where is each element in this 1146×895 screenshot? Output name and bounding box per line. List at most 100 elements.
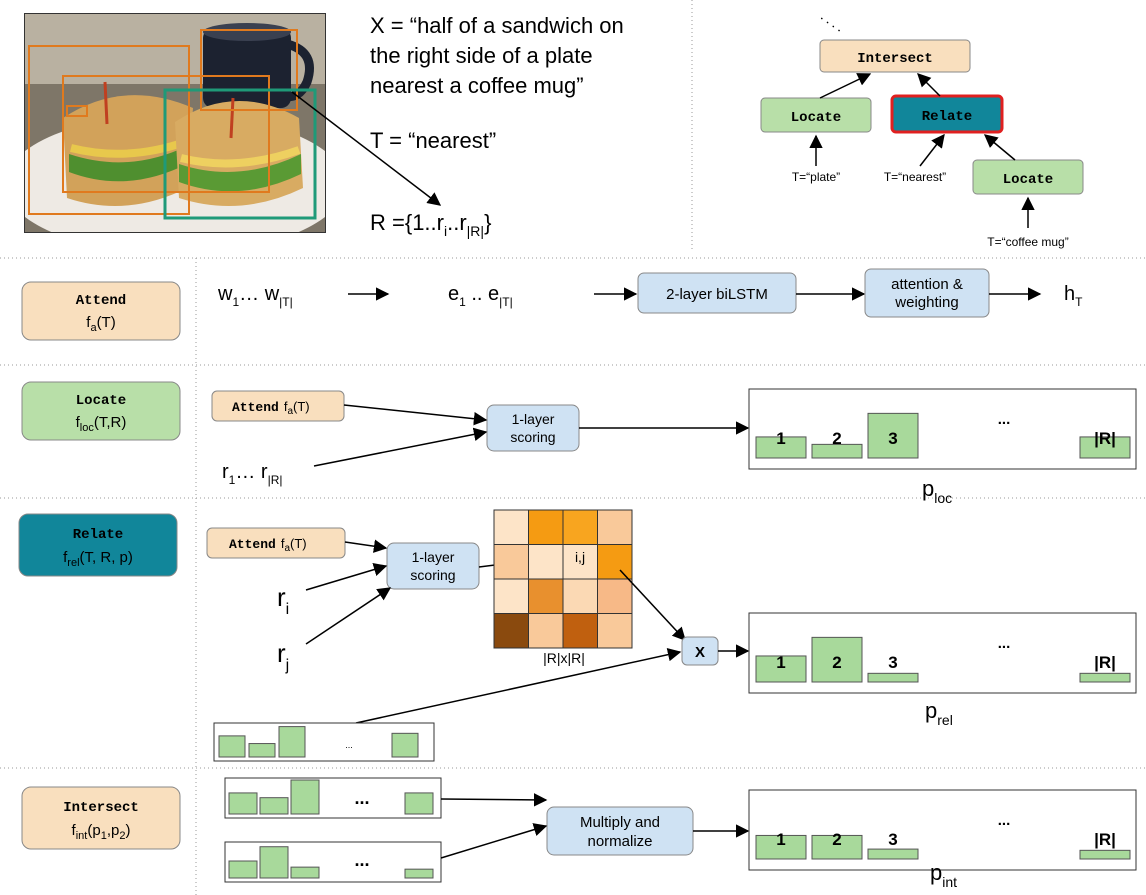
relate-scoring-line1: 1-layer: [412, 549, 455, 565]
intersect-bar-label-3: 3: [888, 830, 897, 849]
relate-input-dots: ...: [345, 740, 353, 750]
relate-multiply-label: X: [695, 644, 705, 661]
tree-edge-locate-to-relate: [983, 134, 1016, 161]
attend-module-title: Attend: [76, 293, 126, 309]
relate-region-j: rj: [277, 638, 289, 674]
matrix-cell-0-1: [528, 509, 564, 545]
matrix-cell-3-0: [493, 613, 529, 649]
attend-module-box: [21, 281, 181, 341]
relate-bar-label-2: 2: [832, 653, 841, 672]
query-text-line3: nearest a coffee mug”: [370, 73, 584, 98]
relate-score-matrix: [493, 509, 633, 649]
relate-output-label: prel: [925, 698, 953, 728]
multiply-normalize-line1: Multiply and: [580, 814, 660, 831]
relate-arrow-attend-to-scoring: [344, 539, 388, 553]
tree-edge-relate-to-intersect: [917, 73, 941, 97]
locate-bar-1: [755, 436, 807, 459]
relate-bar-2: [811, 636, 863, 683]
intersect-output-box: [748, 789, 1137, 871]
relate-input-bar-5: [391, 732, 419, 758]
locate-attend-box: [211, 390, 345, 422]
relate-scoring-line2: scoring: [410, 567, 455, 583]
intersect-input2-bar-2: [259, 846, 289, 879]
attention-weighting-line2: weighting: [894, 294, 958, 311]
intersect-input2-dots: ...: [354, 850, 369, 870]
intersect-input2-bar-3: [290, 866, 320, 879]
intersect-input1-dots: ...: [354, 788, 369, 808]
intersect-bar-3: [867, 848, 919, 860]
locate-bar-2: [811, 443, 863, 459]
locate-bar-label-1: 1: [776, 429, 785, 448]
tree-locate-right-label: Locate: [1003, 172, 1053, 188]
intersect-output-bars: 1 2 3 |R|...: [755, 812, 1131, 860]
relate-output-box: [748, 612, 1137, 694]
bilstm-box: [637, 272, 797, 314]
matrix-cell-2-2: [562, 578, 598, 614]
locate-bar-label-3: 3: [888, 429, 897, 448]
relate-input-bar-1: [218, 735, 246, 758]
sandwich-photo-illustration: [25, 14, 325, 232]
sandwich-photo: [24, 13, 326, 233]
tree-locate-left-node: [760, 97, 872, 133]
relate-input-bar-3: [278, 726, 306, 758]
tree-edge-locate-to-intersect: [819, 73, 872, 99]
locate-bar-4: [1079, 436, 1131, 459]
attention-weighting-line1: attention &: [891, 276, 963, 293]
intersect-input2-bar-1: [228, 860, 258, 879]
attend-output-vector: hT: [1064, 283, 1083, 309]
intersect-input1-bars: [228, 779, 434, 815]
locate-module-title: Locate: [76, 393, 126, 409]
tree-mug-label: T=“coffee mug”: [987, 235, 1068, 249]
intersect-bar-4: [1079, 849, 1131, 860]
matrix-cell-2-0: [493, 578, 529, 614]
locate-output-box: [748, 388, 1137, 470]
matrix-cell-1-1: [528, 544, 564, 580]
relate-module-title: Relate: [73, 527, 123, 543]
intersect-input1-bar-1: [228, 792, 258, 815]
relate-attend-box: [206, 527, 346, 559]
matrix-cell-1-3: [597, 544, 633, 580]
relate-bar-label-4: |R|: [1094, 653, 1116, 672]
relate-bar-3: [867, 672, 919, 683]
tree-edge-nearest-to-relate: [919, 133, 945, 167]
multiply-normalize-line2: normalize: [587, 833, 652, 850]
phrase-text: T = “nearest”: [370, 128, 496, 153]
matrix-cell-1-0: [493, 544, 529, 580]
intersect-module-box: [21, 786, 181, 850]
locate-bar-label-2: 2: [832, 429, 841, 448]
relate-bar-1: [755, 655, 807, 683]
intersect-bar-label-4: |R|: [1094, 830, 1116, 849]
relate-module-signature: frel(T, R, p): [63, 549, 133, 569]
intersect-module-title: Intersect: [63, 800, 139, 816]
relate-region-i: ri: [277, 582, 289, 618]
relate-bar-4: [1079, 672, 1131, 683]
relate-bar-label-1: 1: [776, 653, 785, 672]
locate-region-tokens: r1… r|R|: [222, 461, 282, 487]
intersect-arrow-input1-to-multiply: [440, 793, 548, 807]
matrix-cell-3-1: [528, 613, 564, 649]
intersect-bar-2: [811, 834, 863, 860]
locate-bar-3: [867, 412, 919, 459]
photo-to-region-arrow: [291, 91, 442, 206]
tree-relate-node: [890, 94, 1004, 134]
relate-bar-label-3: 3: [888, 653, 897, 672]
intersect-bar-label-1: 1: [776, 830, 785, 849]
query-text-line1: X = “half of a sandwich on: [370, 13, 624, 38]
intersect-bar-dots: ...: [998, 812, 1011, 829]
matrix-cell-0-3: [597, 509, 633, 545]
relate-input-bar-2: [248, 743, 276, 758]
intersect-bar-label-2: 2: [832, 830, 841, 849]
locate-scoring-line1: 1-layer: [512, 411, 555, 427]
attend-embedding-tokens: e1 .. e|T|: [448, 283, 513, 309]
intersect-input1-bar-2: [259, 797, 289, 815]
matrix-cell-2-1: [528, 578, 564, 614]
relate-arrow-input-to-multiply: [355, 648, 682, 724]
tree-locate-right-node: [972, 159, 1084, 195]
